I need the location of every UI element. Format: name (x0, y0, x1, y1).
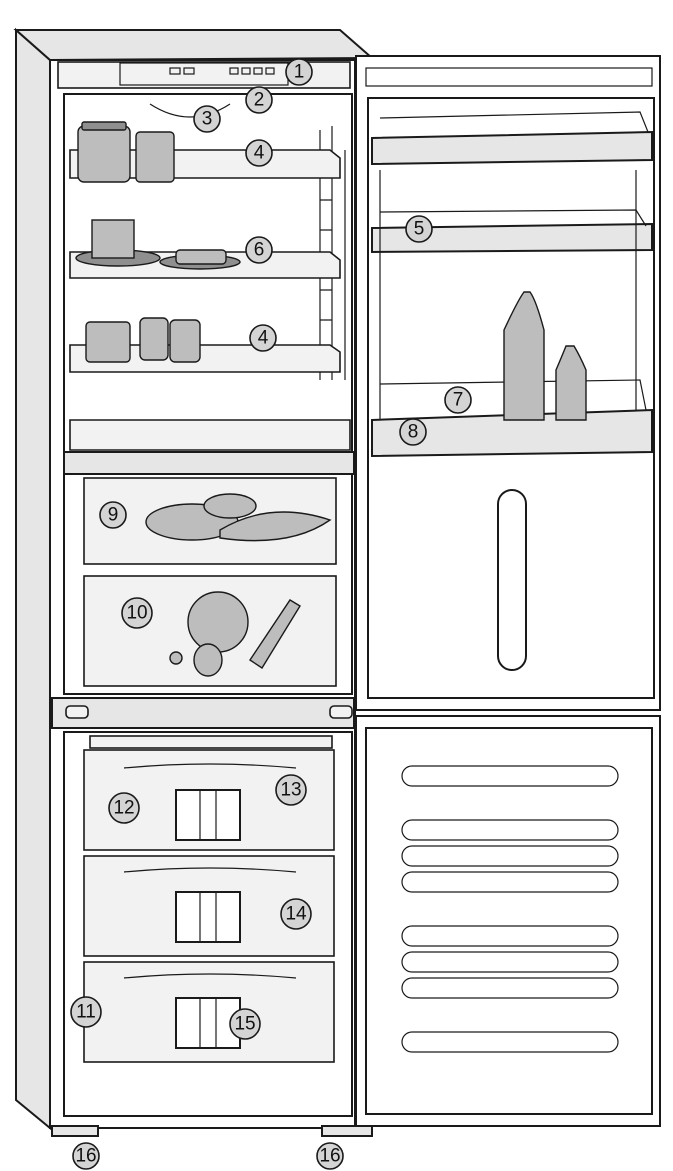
callout-7: 7 (445, 387, 471, 413)
callout-16-left: 16 (73, 1143, 99, 1169)
foot-left[interactable] (52, 1126, 98, 1136)
callout-16-right: 16 (317, 1143, 343, 1169)
svg-text:13: 13 (280, 780, 301, 801)
svg-text:4: 4 (254, 143, 265, 164)
freezer-top-tray (90, 736, 332, 748)
callout-9: 9 (100, 502, 126, 528)
butter (176, 250, 226, 264)
callout-1: 1 (286, 59, 312, 85)
lettuce (188, 592, 248, 652)
svg-text:6: 6 (254, 240, 265, 261)
fridge-door-handle[interactable] (498, 490, 526, 670)
cabinet-top (16, 30, 372, 60)
svg-text:10: 10 (126, 603, 147, 624)
food-shelf-3 (86, 318, 200, 362)
svg-text:8: 8 (408, 422, 419, 443)
callout-2: 2 (246, 87, 272, 113)
svg-text:3: 3 (202, 109, 213, 130)
svg-text:15: 15 (234, 1014, 255, 1035)
callout-6: 6 (246, 237, 272, 263)
callout-5: 5 (406, 216, 432, 242)
freezer-drawer-3[interactable] (84, 962, 334, 1062)
svg-text:9: 9 (108, 505, 119, 526)
jar-lid (82, 122, 126, 130)
callout-10: 10 (122, 598, 152, 628)
svg-text:4: 4 (258, 328, 269, 349)
svg-text:7: 7 (453, 390, 464, 411)
svg-text:16: 16 (319, 1146, 340, 1167)
callout-8: 8 (400, 419, 426, 445)
svg-text:14: 14 (285, 904, 307, 925)
callout-4-lower: 4 (250, 325, 276, 351)
callout-15: 15 (230, 1009, 260, 1039)
pear (194, 644, 222, 676)
can-food (136, 132, 174, 182)
compartment-divider (52, 698, 354, 728)
foot-right[interactable] (322, 1126, 372, 1136)
pot (204, 494, 256, 518)
svg-text:1: 1 (294, 62, 305, 83)
callout-14: 14 (281, 899, 311, 929)
jar-food (78, 126, 130, 182)
berry (170, 652, 182, 664)
cabinet-side-panel (16, 30, 50, 1128)
callout-13: 13 (276, 775, 306, 805)
divider-handle-left (66, 706, 88, 718)
fridge-door (356, 56, 660, 710)
svg-text:12: 12 (113, 798, 134, 819)
callout-4-upper: 4 (246, 140, 272, 166)
glass-plate (70, 420, 350, 450)
svg-text:11: 11 (76, 1002, 96, 1023)
divider-handle-right (330, 706, 352, 718)
callout-12: 12 (109, 793, 139, 823)
freezer-door (356, 716, 660, 1126)
callout-3: 3 (194, 106, 220, 132)
svg-text:16: 16 (75, 1146, 96, 1167)
svg-text:5: 5 (414, 219, 425, 240)
callout-11: 11 (71, 997, 101, 1027)
svg-text:2: 2 (254, 90, 265, 111)
yogurt-1 (140, 318, 168, 360)
box-food (86, 322, 130, 362)
cake-slice (92, 220, 134, 258)
yogurt-2 (170, 320, 200, 362)
crisper-cover (64, 452, 354, 474)
